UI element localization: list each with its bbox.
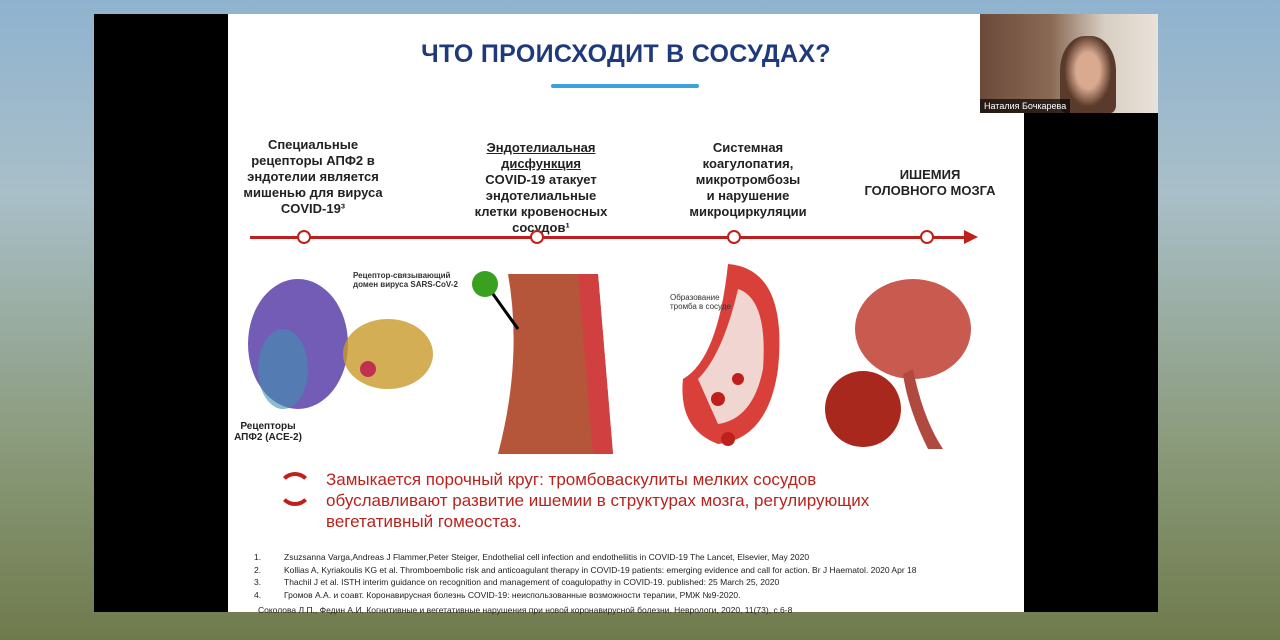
- image-label: Рецепторы АПФ2 (ACE-2): [234, 421, 302, 443]
- text-line: вегетативный гомеостаз.: [326, 512, 522, 531]
- text-line: мишенью для вируса: [243, 185, 383, 200]
- cycle-arrows-icon: [278, 472, 312, 506]
- text-line: ИШЕМИЯ: [899, 167, 961, 182]
- thrombus-image: Образование тромба в сосуде: [668, 259, 808, 454]
- reference-item: 3. Thachil J et al. ISTH interim guidance…: [254, 576, 916, 589]
- timeline-arrow-icon: [964, 230, 978, 244]
- vicious-circle-text: Замыкается порочный круг: тромбоваскулит…: [326, 469, 869, 532]
- ref-number: 2.: [254, 564, 262, 575]
- text-line: Специальные: [267, 137, 359, 152]
- references-list: 1. Zsuzsanna Varga,Andreas J Flammer,Pete…: [254, 551, 916, 601]
- ref-text: Thachil J et al. ISTH interim guidance o…: [284, 577, 780, 587]
- text-line: микроциркуляции: [689, 204, 807, 219]
- text-line: Замыкается порочный круг: тромбоваскулит…: [326, 470, 817, 489]
- ref-number: 1.: [254, 552, 262, 562]
- column-endothelial: Эндотелиальная дисфункция COVID-19 атаку…: [466, 140, 616, 236]
- text-line: коагулопатия,: [702, 156, 794, 171]
- text-line: эндотелиальные: [485, 188, 597, 203]
- text-line: рецепторы АПФ2 в: [251, 153, 375, 168]
- text-line: и нарушение: [706, 188, 790, 203]
- text-line: Системная: [712, 140, 784, 155]
- text-line: COVID-19³: [280, 201, 346, 216]
- heading-line: Эндотелиальная: [486, 140, 596, 155]
- text-line: эндотелии является: [247, 169, 379, 184]
- vessel-wall-image: [468, 259, 618, 454]
- text-line: сосудов¹: [512, 220, 570, 235]
- slide-title: ЧТО ПРОИСХОДИТ В СОСУДАХ?: [421, 40, 831, 68]
- heading-line: дисфункция: [501, 156, 581, 171]
- ref-number: 4.: [254, 589, 262, 600]
- timeline-line: [250, 236, 966, 239]
- reference-item: 4. Громов А.А. и соавт. Коронавирусная бо…: [254, 589, 916, 602]
- brain-image: [823, 259, 973, 454]
- text-line: клетки кровеносных: [474, 204, 608, 219]
- timeline-marker: [727, 230, 741, 244]
- participant-name: Наталия Бочкарева: [980, 99, 1071, 113]
- ref-text: Zsuzsanna Varga,Andreas J Flammer,Peter …: [284, 552, 810, 562]
- image-label: Образование тромба в сосуде: [670, 293, 731, 311]
- text-line: микротромбозы: [695, 172, 801, 187]
- ref-number: 3.: [254, 577, 262, 587]
- text-line: COVID-19 атакует: [485, 172, 597, 187]
- ace2-receptor-image: Рецептор-связывающий домен вируса SARS-C…: [234, 259, 458, 454]
- image-label: Рецептор-связывающий домен вируса SARS-C…: [353, 271, 458, 289]
- title-underline: [551, 84, 699, 88]
- reference-item: 2. Kollias A, Kyriakoulis KG et al. Throm…: [254, 564, 916, 577]
- reference-item: 1. Zsuzsanna Varga,Andreas J Flammer,Pete…: [254, 551, 916, 564]
- source-citation: Соколова Л.П., Федин А.И. Когнитивные и …: [258, 605, 793, 615]
- column-receptors: Специальные рецепторы АПФ2 в эндотелии я…: [238, 137, 388, 217]
- timeline-marker: [530, 230, 544, 244]
- timeline-marker: [297, 230, 311, 244]
- text-line: ГОЛОВНОГО МОЗГА: [864, 183, 996, 198]
- ref-text: Kollias A, Kyriakoulis KG et al. Thrombo…: [284, 564, 917, 575]
- column-ischemia: ИШЕМИЯ ГОЛОВНОГО МОЗГА: [850, 167, 1010, 199]
- text-line: обуславливают развитие ишемии в структур…: [326, 491, 870, 510]
- presentation-slide: ЧТО ПРОИСХОДИТ В СОСУДАХ? Специальные ре…: [228, 14, 1024, 615]
- ref-text: Громов А.А. и соавт. Коронавирусная боле…: [284, 589, 741, 600]
- column-coagulopathy: Системная коагулопатия, микротромбозы и …: [673, 140, 823, 220]
- timeline-marker: [920, 230, 934, 244]
- webcam-video[interactable]: Наталия Бочкарева: [980, 14, 1158, 113]
